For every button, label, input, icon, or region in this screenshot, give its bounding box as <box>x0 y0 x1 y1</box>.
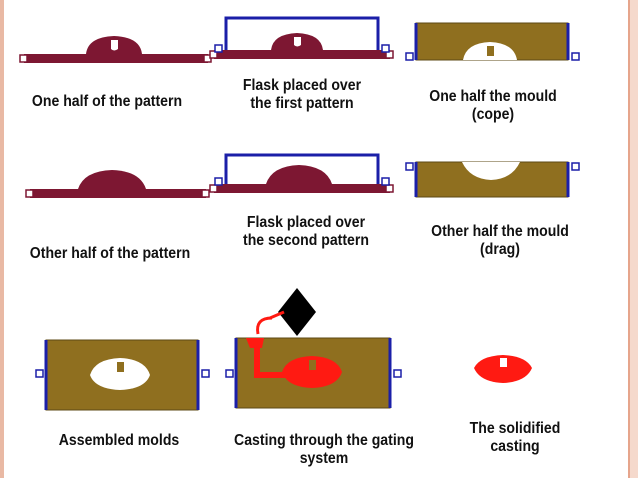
caption-casting-gating: Casting through the gating system <box>234 432 414 467</box>
flask-pin-right <box>381 177 390 186</box>
mould-cavity <box>90 358 150 390</box>
flask-pin-right <box>201 369 210 378</box>
core-print <box>487 46 494 56</box>
flask-pin-left <box>214 44 223 53</box>
step-other-half-pattern-figure <box>25 170 210 198</box>
flask-outline <box>224 153 380 184</box>
flask-walls <box>44 340 200 410</box>
core-print <box>309 360 316 370</box>
flask-pin-right <box>571 52 580 61</box>
flask-pin-right <box>381 44 390 53</box>
board-handle-left <box>19 54 28 63</box>
half-pattern <box>78 170 146 189</box>
core-print <box>117 362 124 372</box>
caption-flask-second-pattern: Flask placed over the second pattern <box>243 214 369 249</box>
solidified-casting <box>474 355 532 383</box>
flask-pin-left <box>405 52 414 61</box>
caption-drag: Other half the mould (drag) <box>431 223 569 258</box>
step-cope-figure <box>405 22 580 61</box>
flask-outline <box>224 16 380 50</box>
step-one-half-pattern-figure <box>19 36 212 63</box>
flask-pin-left <box>214 177 223 186</box>
step-solidified-casting-figure <box>474 355 532 383</box>
caption-one-half-pattern: One half of the pattern <box>31 93 183 110</box>
step-casting-gating-figure <box>225 288 402 409</box>
step-flask-second-pattern-figure <box>209 153 394 193</box>
molten-metal-cavity <box>282 356 342 388</box>
mould-cavity <box>462 162 520 180</box>
metal-pouring-stream <box>256 316 273 335</box>
board-handle-left <box>209 50 218 59</box>
half-pattern <box>266 165 332 184</box>
flask-walls <box>414 162 570 197</box>
slide-right-border <box>628 0 638 478</box>
sprue-and-runner <box>246 338 286 378</box>
slide-left-border <box>0 0 4 478</box>
ladle-spout <box>269 310 285 320</box>
caption-cope: One half the mould (cope) <box>429 88 557 123</box>
board-handle-left <box>25 189 34 198</box>
caption-solidified-casting: The solidified casting <box>469 420 561 455</box>
board-handle-right <box>385 184 394 193</box>
step-assembled-molds-figure <box>35 339 210 411</box>
flask-walls <box>234 338 392 408</box>
flask-pin-left <box>225 369 234 378</box>
caption-other-half-pattern: Other half of the pattern <box>29 245 191 262</box>
flask-walls <box>414 23 570 60</box>
flask-pin-right <box>393 369 402 378</box>
step-flask-first-pattern-figure <box>209 16 394 59</box>
pattern-core-notch <box>111 40 118 51</box>
pattern-core-notch <box>294 37 301 47</box>
board-handle-right <box>201 189 210 198</box>
casting-core-hole <box>500 358 507 367</box>
ladle-icon <box>278 288 316 336</box>
pattern-board <box>214 50 390 59</box>
step-drag-figure <box>405 161 580 198</box>
pattern-board <box>214 184 390 193</box>
flask-pin-left <box>35 369 44 378</box>
pattern-board <box>30 189 206 198</box>
flask-pin-right <box>571 162 580 171</box>
caption-assembled-molds: Assembled molds <box>58 432 180 449</box>
flask-pin-left <box>405 162 414 171</box>
board-handle-left <box>209 184 218 193</box>
caption-flask-first-pattern: Flask placed over the first pattern <box>242 77 362 112</box>
pattern-board <box>24 54 208 63</box>
